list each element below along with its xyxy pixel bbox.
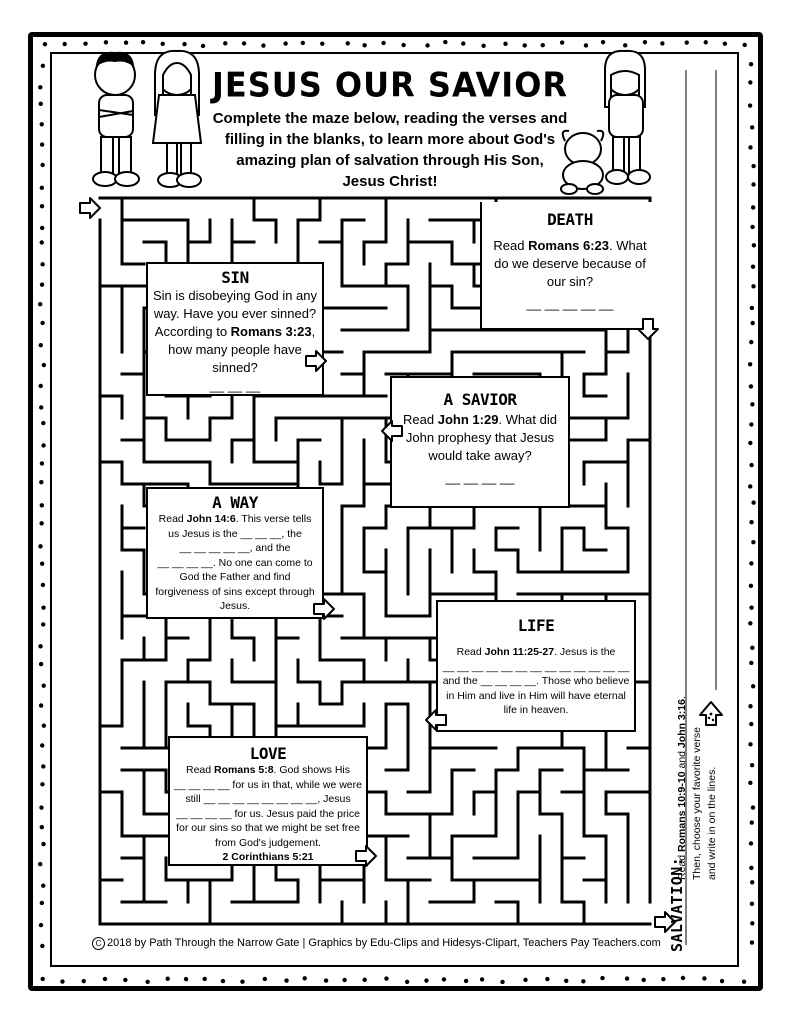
death-box: DEATH Read Romans 6:23. What do we deser… [480, 202, 658, 330]
savior-reference: John 1:29 [437, 412, 499, 427]
sin-line: sinned? [212, 360, 258, 375]
savior-blank: __ __ __ __ [445, 470, 515, 485]
love-heading: LOVE [249, 744, 287, 763]
arrow-right-icon [355, 845, 377, 867]
savior-reference-line: Read John 1:29. What did [403, 412, 557, 427]
life-line: __ __ __ __ __ __ __ __ __ __ __ __ __ [442, 660, 630, 673]
salvation-ref-2: John 3:16 [676, 699, 688, 749]
love-line: __ __ __ __ for us in that, while we wer… [174, 778, 362, 791]
footer-text: 2018 by Path Through the Narrow Gate | G… [107, 937, 661, 949]
love-reference-line: Read Romans 5:8. God shows His [185, 764, 350, 776]
love-box: LOVE Read Romans 5:8. God shows His __ _… [168, 736, 368, 866]
way-line: God the Father and find [179, 571, 291, 583]
death-reference: Romans 6:23 [528, 238, 610, 253]
copyright-icon: C [92, 937, 105, 950]
instructions-line: Jesus Christ! [342, 173, 438, 190]
page-border-outer [28, 32, 763, 991]
sin-heading: SIN [221, 268, 249, 287]
death-reference-line: Read Romans 6:23. What [493, 238, 647, 253]
love-reference: Romans 5:8 [214, 764, 274, 776]
savior-box: A SAVIOR Read John 1:29. What did John p… [390, 376, 570, 508]
life-reference: John 11:25-27 [484, 646, 555, 658]
death-line: our sin? [546, 274, 594, 289]
death-blank: __ __ __ __ __ [526, 296, 614, 311]
children-illustration-left [92, 49, 203, 188]
life-heading: LIFE [517, 616, 555, 635]
instructions-line: Complete the maze below, reading the ver… [212, 110, 568, 127]
life-reference-line: Read John 11:25-27. Jesus is the [456, 646, 616, 658]
page-title: JESUS OUR SAVIOR [211, 65, 569, 105]
sin-reference: Romans 3:23 [230, 324, 312, 339]
arrow-left-icon [381, 420, 403, 442]
page-border-inner [50, 52, 739, 967]
way-reference: John 14:6 [186, 513, 236, 525]
way-line: __ __ __ __. No one can come to [157, 556, 313, 569]
instructions-line: amazing plan of salvation through His So… [236, 152, 544, 169]
savior-line: would take away? [428, 448, 532, 463]
death-line: do we deserve because of [494, 256, 646, 271]
way-heading: A WAY [212, 493, 258, 512]
arrow-right-icon [305, 350, 327, 372]
way-line: us Jesus is the __ __ __, the [168, 527, 302, 540]
children-illustration-right [560, 49, 651, 195]
death-heading: DEATH [547, 210, 593, 229]
sin-reference-line: According to Romans 3:23, [154, 324, 316, 339]
savior-heading: A SAVIOR [443, 390, 517, 409]
instructions: Complete the maze below, reading the ver… [195, 108, 585, 192]
life-line: and the __ __ __ __. Those who believe [442, 675, 630, 687]
sin-box: SIN Sin is disobeying God in any way. Ha… [146, 262, 324, 396]
arrow-right-icon [313, 598, 335, 620]
finish-arrow-icon [654, 911, 676, 933]
way-reference-line: Read John 14:6. This verse tells [158, 513, 312, 525]
life-box: LIFE Read John 11:25-27. Jesus is the __… [436, 600, 636, 732]
way-line: Jesus. [219, 600, 251, 612]
salvation-ref-1: Romans 10:9-10 [676, 771, 688, 852]
start-arrow-icon [79, 197, 101, 219]
way-line: forgiveness of sins except through [155, 585, 315, 598]
life-line: life in heaven. [503, 704, 569, 716]
savior-line: John prophesy that Jesus [405, 430, 555, 445]
love-line: for our sins so that we might be set fre… [176, 822, 360, 834]
love-line: still __ __ __ __ __ __ __ __, Jesus [185, 793, 351, 805]
way-box: A WAY Read John 14:6. This verse tells u… [146, 487, 324, 619]
salvation-line: Then, choose your favorite verse [691, 727, 703, 880]
love-line: __ __ __ __ for us. Jesus paid the price [176, 807, 360, 820]
salvation-instructions: Read Romans 10:9-10 and John 3:16. Then,… [675, 620, 720, 880]
arrow-down-icon [637, 318, 659, 340]
instructions-line: filling in the blanks, to learn more abo… [224, 131, 556, 148]
writing-lines [685, 70, 717, 945]
salvation-line: and write in on the lines. [706, 766, 718, 880]
sin-line: Sin is disobeying God in any [152, 288, 318, 303]
love-reference-2: 2 Corinthians 5:21 [222, 851, 314, 863]
sin-line: how many people have [168, 342, 302, 357]
arrow-up-dots-icon [707, 712, 715, 722]
life-line: in Him and live in Him will have eternal [446, 689, 626, 702]
arrow-left-icon [425, 709, 447, 731]
way-line: __ __ __ __ __, and the [179, 542, 291, 554]
love-line: from God's judgement. [215, 836, 321, 849]
sin-line: way. Have you ever sinned? [153, 306, 317, 321]
sin-blank: __ __ __ [209, 378, 261, 393]
